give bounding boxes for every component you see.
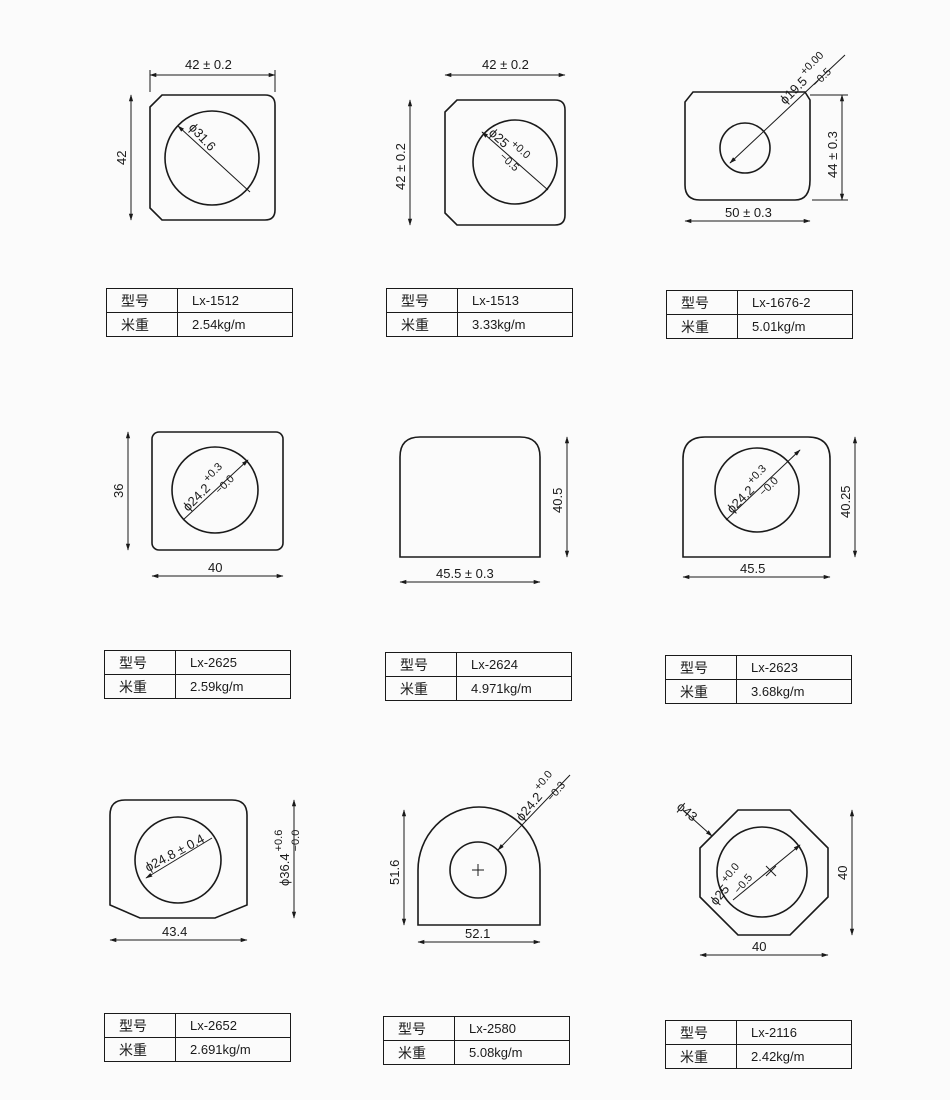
weight-value: 5.01kg/m: [737, 314, 853, 339]
dim-outer: ϕ43: [674, 799, 700, 824]
model-value: Lx-2625: [175, 650, 291, 675]
model-label: 型号: [383, 1016, 455, 1041]
model-value: Lx-2116: [736, 1020, 852, 1045]
dim-height: 42: [114, 151, 129, 165]
weight-value: 3.68kg/m: [736, 679, 852, 704]
tol-upper: +0.6: [273, 830, 285, 852]
weight-value: 2.691kg/m: [175, 1037, 291, 1062]
profile-lx-2624: 40.5 45.5 ± 0.3: [399, 436, 570, 585]
profile-lx-2652: ϕ36.4 +0.6 −0.0 43.4 ϕ24.8 ± 0.4: [109, 799, 302, 943]
weight-label: 米重: [385, 676, 457, 701]
model-label: 型号: [386, 288, 458, 313]
dim-diameter: ϕ25: [707, 882, 732, 908]
dim-width: 40: [208, 560, 222, 575]
dim-height: 42 ± 0.2: [393, 143, 408, 190]
model-value: Lx-2623: [736, 655, 852, 680]
diameter-label-group: ϕ24.2 +0.3 −0.0: [724, 463, 781, 516]
model-label: 型号: [104, 650, 176, 675]
weight-value: 2.42kg/m: [736, 1044, 852, 1069]
profile-lx-2625: 36 40 ϕ24.2 +0.3 −0.0: [111, 431, 284, 579]
dim-height: 36: [111, 484, 126, 498]
model-label: 型号: [385, 652, 457, 677]
model-label: 型号: [665, 655, 737, 680]
weight-value: 2.59kg/m: [175, 674, 291, 699]
dim-width: 43.4: [162, 924, 187, 939]
model-value: Lx-1676-2: [737, 290, 853, 315]
model-label: 型号: [106, 288, 178, 313]
dim-height: 44 ± 0.3: [825, 131, 840, 178]
diameter-label-group: ϕ24.2 +0.3 −0.0: [180, 461, 237, 514]
weight-label: 米重: [383, 1040, 455, 1065]
dim-width: 45.5 ± 0.3: [436, 566, 494, 581]
weight-label: 米重: [104, 1037, 176, 1062]
diameter-label-group: ϕ19.5 +0.00 −0.5: [777, 50, 834, 108]
weight-label: 米重: [666, 314, 738, 339]
dim-diameter: ϕ24.2: [724, 482, 758, 516]
dim-diameter: ϕ24.2: [513, 789, 545, 824]
model-label: 型号: [666, 290, 738, 315]
weight-label: 米重: [665, 679, 737, 704]
dim-height: 40.5: [550, 488, 565, 513]
center-mark-icon: [765, 865, 777, 877]
diameter-label-group: ϕ25 +0.0 −0.5: [707, 861, 755, 908]
weight-value: 5.08kg/m: [454, 1040, 570, 1065]
dim-height: 40: [835, 866, 850, 880]
profile-lx-1676-2: ϕ19.5 +0.00 −0.5 44 ± 0.3 50 ± 0.3: [684, 50, 848, 224]
model-value: Lx-2580: [454, 1016, 570, 1041]
weight-label: 米重: [386, 312, 458, 337]
outer-diameter-label-group: ϕ36.4 +0.6 −0.0: [273, 830, 302, 886]
model-value: Lx-2624: [456, 652, 572, 677]
dim-width: 50 ± 0.3: [725, 205, 772, 220]
dim-outer: ϕ36.4: [277, 853, 292, 886]
profile-lx-1513: 42 ± 0.2 42 ± 0.2 ϕ25 +0.0 −0.5: [393, 57, 566, 226]
weight-label: 米重: [104, 674, 176, 699]
model-label: 型号: [665, 1020, 737, 1045]
profile-lx-1512: 42 ± 0.2 42 ϕ31.6: [114, 57, 276, 221]
dim-diameter: ϕ19.5: [777, 73, 811, 107]
dim-width: 52.1: [465, 926, 490, 941]
dim-diameter: ϕ24.8 ± 0.4: [142, 831, 206, 875]
weight-value: 2.54kg/m: [177, 312, 293, 337]
model-value: Lx-1512: [177, 288, 293, 313]
dim-width: 40: [752, 939, 766, 954]
tol-lower: −0.0: [290, 830, 302, 852]
profile-lx-2116: ϕ43 40 40 ϕ25 +0.0 −0.5: [674, 799, 855, 958]
weight-label: 米重: [106, 312, 178, 337]
dim-height: 51.6: [387, 860, 402, 885]
model-value: Lx-1513: [457, 288, 573, 313]
weight-label: 米重: [665, 1044, 737, 1069]
dim-width: 42 ± 0.2: [482, 57, 529, 72]
profile-lx-2623: 40.25 45.5 ϕ24.2 +0.3 −0.0: [682, 436, 858, 580]
weight-value: 4.971kg/m: [456, 676, 572, 701]
profile-lx-2580: 51.6 52.1 ϕ24.2 +0.0 −0.3: [387, 769, 571, 945]
weight-value: 3.33kg/m: [457, 312, 573, 337]
dim-width: 42 ± 0.2: [185, 57, 232, 72]
model-value: Lx-2652: [175, 1013, 291, 1038]
model-label: 型号: [104, 1013, 176, 1038]
dim-width: 45.5: [740, 561, 765, 576]
dim-height: 40.25: [838, 485, 853, 518]
